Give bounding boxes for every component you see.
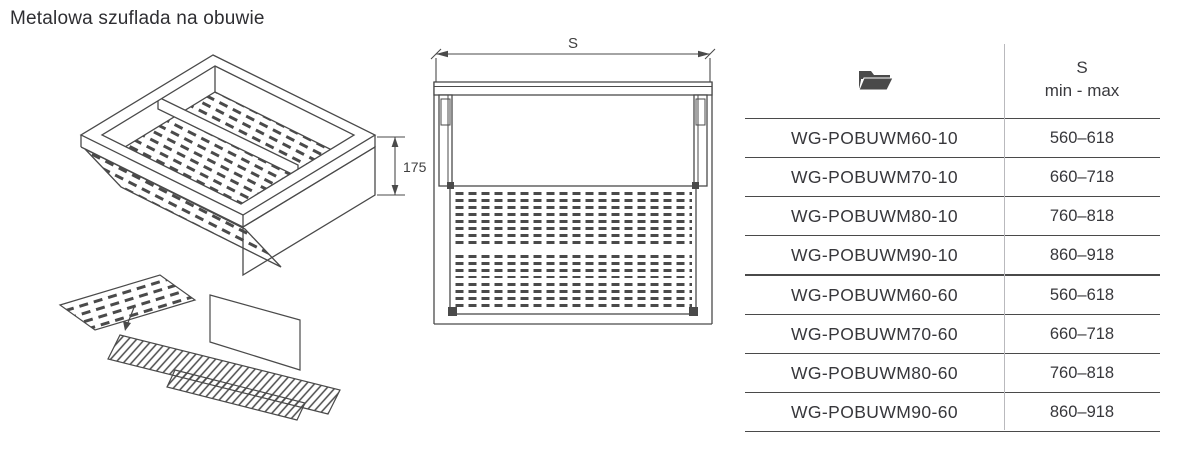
s-range-cell: 660–718: [1049, 324, 1115, 343]
product-code-header: [745, 67, 1004, 94]
perforated-panel-detail: [58, 274, 197, 331]
product-code-cell: WG-POBUWM80-60: [790, 362, 958, 383]
height-dimension: 175: [377, 136, 427, 196]
spec-table: S min - max WG-POBUWM60-10 560–618 WG-PO…: [745, 42, 1160, 432]
table-row: WG-POBUWM90-60 860–918: [745, 392, 1160, 432]
width-dimension-label: S: [568, 36, 578, 52]
table-row: WG-POBUWM60-10 560–618: [745, 118, 1160, 157]
product-code-cell: WG-POBUWM90-10: [790, 244, 958, 265]
perforated-panel: [449, 185, 697, 315]
table-row: WG-POBUWM80-60 760–818: [745, 353, 1160, 392]
height-dimension-label: 175: [403, 159, 427, 175]
s-range-cell: 860–918: [1049, 245, 1115, 264]
corner-detail-drawing: [58, 274, 341, 421]
table-row: WG-POBUWM70-60 660–718: [745, 314, 1160, 353]
folder-icon: [857, 70, 894, 90]
s-range-header: S min - max: [1004, 57, 1160, 103]
s-header-minmax: min - max: [1044, 81, 1120, 100]
s-range-cell: 560–618: [1049, 128, 1115, 147]
table-row: WG-POBUWM80-10 760–818: [745, 196, 1160, 235]
table-row: WG-POBUWM60-60 560–618: [745, 274, 1160, 314]
s-range-cell: 560–618: [1049, 285, 1115, 304]
page-title: Metalowa szuflada na obuwie: [10, 8, 265, 29]
s-range-cell: 860–918: [1049, 402, 1115, 421]
left-runner: [438, 94, 453, 187]
s-range-cell: 660–718: [1049, 167, 1115, 186]
product-code-cell: WG-POBUWM90-60: [790, 401, 958, 422]
product-code-cell: WG-POBUWM70-10: [790, 166, 958, 187]
drawer-isometric: [79, 54, 377, 277]
table-column-divider: [1004, 44, 1005, 430]
s-range-cell: 760–818: [1049, 363, 1115, 382]
product-code-cell: WG-POBUWM60-60: [790, 284, 958, 305]
upright-panel-detail: [209, 294, 301, 371]
s-header-symbol: S: [1076, 58, 1088, 78]
isometric-drawer-drawing: 175: [58, 54, 427, 421]
width-dimension: S: [430, 36, 716, 82]
table-row: WG-POBUWM90-10 860–918: [745, 235, 1160, 274]
right-runner: [693, 94, 708, 187]
top-rail: [433, 81, 713, 96]
product-code-cell: WG-POBUWM80-10: [790, 205, 958, 226]
drawer-front-view: [433, 81, 713, 325]
product-code-cell: WG-POBUWM70-60: [790, 323, 958, 344]
hatched-ramp-detail: [107, 334, 341, 415]
front-view-drawing: S: [430, 36, 716, 325]
product-code-cell: WG-POBUWM60-10: [790, 127, 958, 148]
s-range-cell: 760–818: [1049, 206, 1115, 225]
table-row: WG-POBUWM70-10 660–718: [745, 157, 1160, 196]
detail-arrow: [123, 304, 136, 331]
hatched-strip-detail: [166, 369, 306, 421]
table-header: S min - max: [745, 42, 1160, 118]
